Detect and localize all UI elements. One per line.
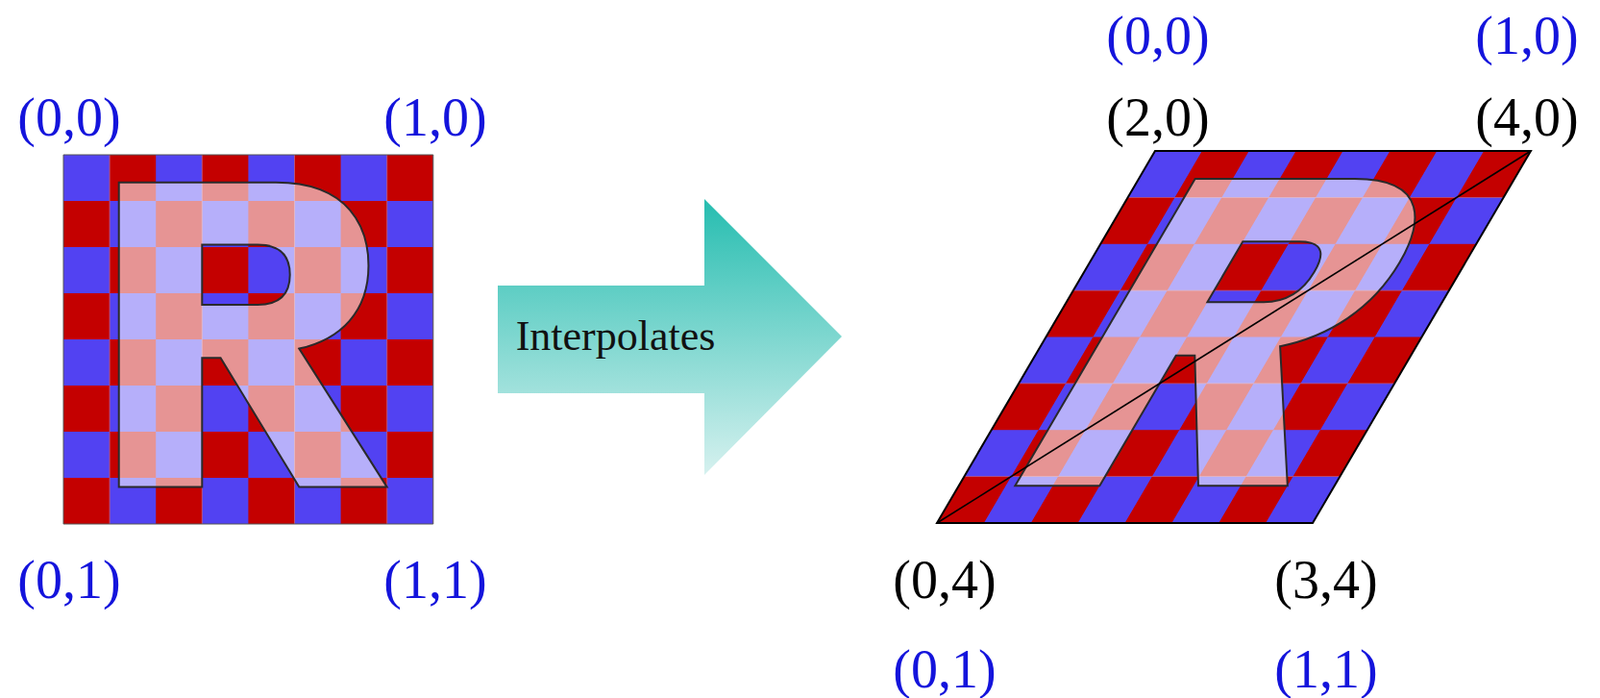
checkerboard [936,150,1531,523]
coordinate-label: (0,4) [892,552,996,607]
coordinate-label: (0,0) [1106,8,1209,63]
coordinate-label: (3,4) [1274,552,1378,607]
coordinate-label: (2,0) [1106,90,1209,145]
arrow-box: Interpolates [497,198,842,475]
coordinate-label: (1,1) [383,552,487,607]
coordinate-label: (0,0) [17,90,121,145]
coordinate-label: (1,1) [1274,641,1378,696]
coordinate-label: (4,0) [1475,90,1578,145]
coordinate-label: (1,0) [1475,8,1578,63]
square-border [63,154,434,524]
letter-r [119,182,388,488]
coordinate-label: (0,1) [17,552,121,607]
source-texture [63,154,434,524]
coordinate-label: (0,1) [892,641,996,696]
arrow-shape-fill [497,198,842,475]
checkerboard [63,154,434,524]
triangle-diagonal [936,150,1531,523]
coordinate-label: (1,0) [383,90,487,145]
mapped-texture [936,150,1531,523]
parallelogram-border [936,150,1531,523]
arrow-label: Interpolates [516,315,716,358]
